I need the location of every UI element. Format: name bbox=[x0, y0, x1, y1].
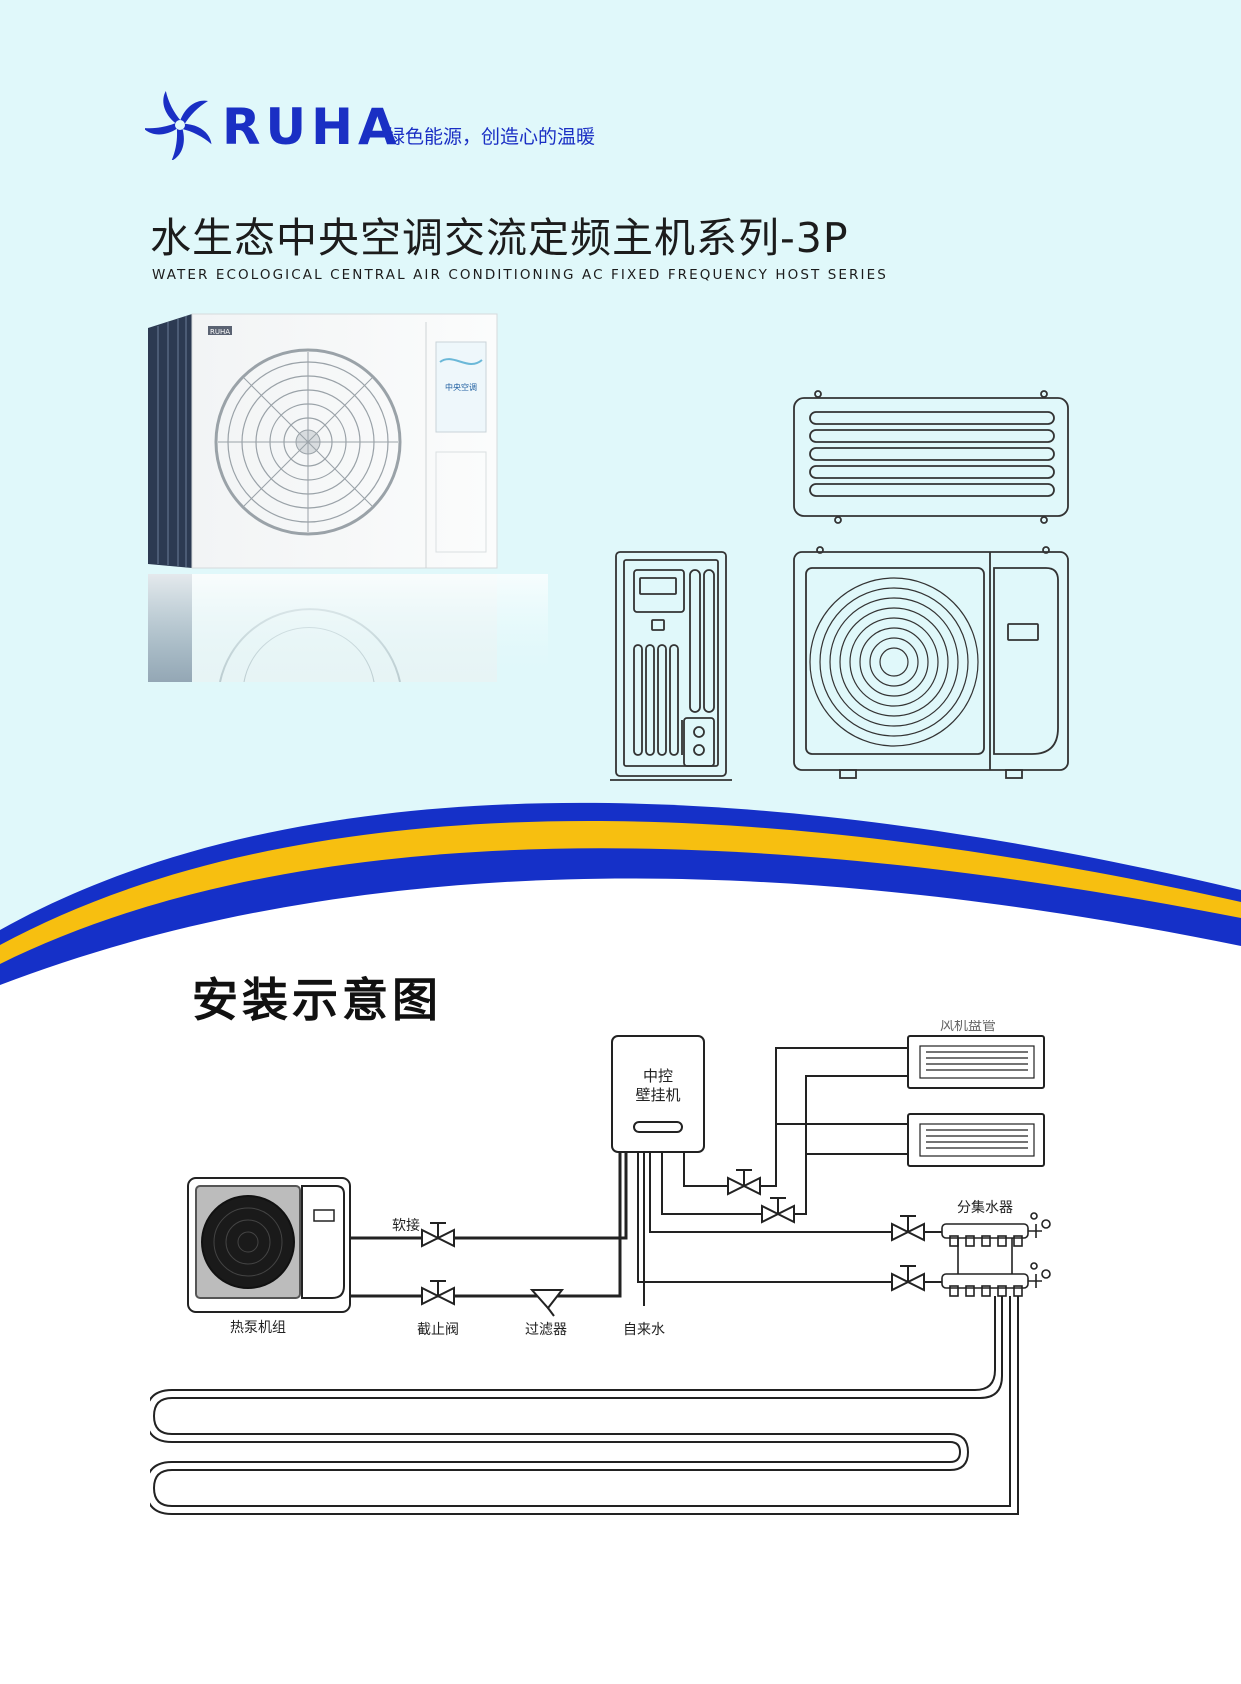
manifold-valve-1 bbox=[891, 1215, 925, 1242]
stop-valve-2 bbox=[421, 1280, 455, 1306]
side-view-drawing bbox=[610, 551, 732, 781]
stop-valve-1 bbox=[421, 1222, 455, 1248]
decorative-wave bbox=[0, 802, 1241, 1000]
tap-water-label: 自来水 bbox=[623, 1322, 665, 1338]
fan-coil-label: 风机盘管 bbox=[940, 1020, 996, 1034]
hose-label: 软接 bbox=[392, 1217, 420, 1234]
controller-wall-unit bbox=[611, 1035, 705, 1153]
fan-coil-valve-1 bbox=[727, 1169, 761, 1196]
top-view-drawing bbox=[793, 390, 1069, 524]
install-title: 安装示意图 bbox=[192, 973, 442, 1027]
stop-valve-label: 截止阀 bbox=[417, 1322, 459, 1338]
unit-line-drawings bbox=[610, 390, 1069, 781]
page-subtitle: WATER ECOLOGICAL CENTRAL AIR CONDITIONIN… bbox=[152, 267, 888, 283]
manifold-unit bbox=[941, 1212, 1051, 1297]
heat-pump-unit bbox=[187, 1177, 351, 1313]
fan-coil-valve-2 bbox=[761, 1197, 795, 1224]
installation-diagram: 中控 壁挂机 风机盘管 热泵机组 软接 bbox=[150, 1020, 1051, 1515]
filter-symbol bbox=[529, 1289, 565, 1317]
heat-pump-label: 热泵机组 bbox=[230, 1320, 286, 1336]
fan-coil-units bbox=[907, 1035, 1045, 1167]
controller-label-2: 壁挂机 bbox=[635, 1086, 680, 1104]
controller-label-1: 中控 bbox=[643, 1067, 673, 1085]
manifold-valve-2 bbox=[891, 1265, 925, 1292]
photo-panel-label: 中央空调 bbox=[445, 382, 477, 392]
photo-badge-text: RUHA bbox=[210, 328, 230, 336]
filter-label: 过滤器 bbox=[525, 1322, 567, 1338]
brand-slogan: 绿色能源，创造心的温暖 bbox=[386, 126, 596, 148]
floor-heating-loop bbox=[150, 1296, 1019, 1515]
brand-name: RUHA bbox=[222, 98, 402, 156]
page-title: 水生态中央空调交流定频主机系列-3P bbox=[150, 214, 849, 262]
manifold-label: 分集水器 bbox=[957, 1199, 1013, 1216]
front-view-drawing bbox=[793, 546, 1069, 779]
photo-badge bbox=[208, 326, 232, 335]
ruha-logo-icon bbox=[145, 90, 212, 160]
product-photo: RUHA 中央空调 bbox=[148, 313, 548, 682]
